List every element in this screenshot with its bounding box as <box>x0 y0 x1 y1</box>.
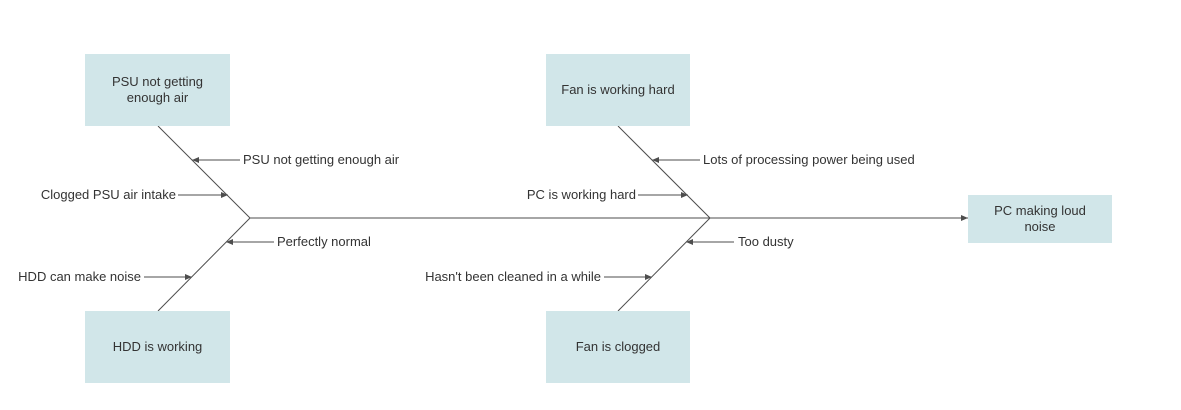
category-box-fan-clogged: Fan is clogged <box>546 311 690 383</box>
bone-fan-clogged <box>617 217 711 312</box>
cause-label-psu-2: Clogged PSU air intake <box>40 187 176 203</box>
cause-label-fan-clogged-1: Too dusty <box>738 234 794 250</box>
cause-label-hdd-1: Perfectly normal <box>277 234 371 250</box>
cause-label-fan-hard-1: Lots of processing power being used <box>703 152 915 168</box>
bone-psu <box>157 125 251 219</box>
category-box-psu: PSU not getting enough air <box>85 54 230 126</box>
category-box-hdd: HDD is working <box>85 311 230 383</box>
cause-label-fan-hard-2: PC is working hard <box>526 187 636 203</box>
cause-label-hdd-2: HDD can make noise <box>18 269 141 285</box>
cause-label-fan-clogged-2: Hasn't been cleaned in a while <box>425 269 601 285</box>
bone-fan-hard <box>617 125 711 219</box>
cause-label-psu-1: PSU not getting enough air <box>243 152 400 168</box>
bone-hdd <box>157 217 251 312</box>
category-box-fan-hard: Fan is working hard <box>546 54 690 126</box>
effect-box: PC making loud noise <box>968 195 1112 243</box>
